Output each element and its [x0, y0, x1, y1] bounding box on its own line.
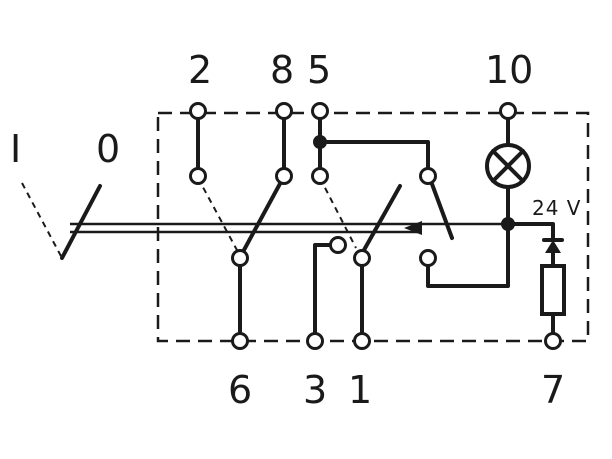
terminal-points — [189, 102, 562, 350]
rocker-lever — [21, 182, 102, 260]
terminal-label-3: 3 — [303, 368, 327, 412]
contact-set-2-6-8 — [196, 110, 286, 336]
junction-dot — [501, 217, 515, 231]
terminal-label-8: 8 — [270, 48, 294, 92]
switch-housing-outline — [156, 111, 590, 343]
junction-dot — [313, 135, 327, 149]
voltage-label: 24 V — [532, 196, 582, 220]
contact-set-5-1-3 — [313, 110, 402, 336]
terminal-label-7: 7 — [541, 368, 565, 412]
terminal-label-6: 6 — [228, 368, 252, 412]
terminal-label-10: 10 — [485, 48, 533, 92]
terminal-label-5: 5 — [307, 48, 331, 92]
diode-resistor-branch — [506, 222, 566, 336]
lamp-10 — [485, 110, 531, 226]
terminal-label-2: 2 — [188, 48, 212, 92]
terminal-label-1: 1 — [348, 368, 372, 412]
actuator-rod — [70, 221, 505, 235]
position-label-off: 0 — [96, 127, 120, 171]
position-label-on: I — [10, 127, 21, 171]
lamp-contact-circuit — [318, 140, 510, 288]
